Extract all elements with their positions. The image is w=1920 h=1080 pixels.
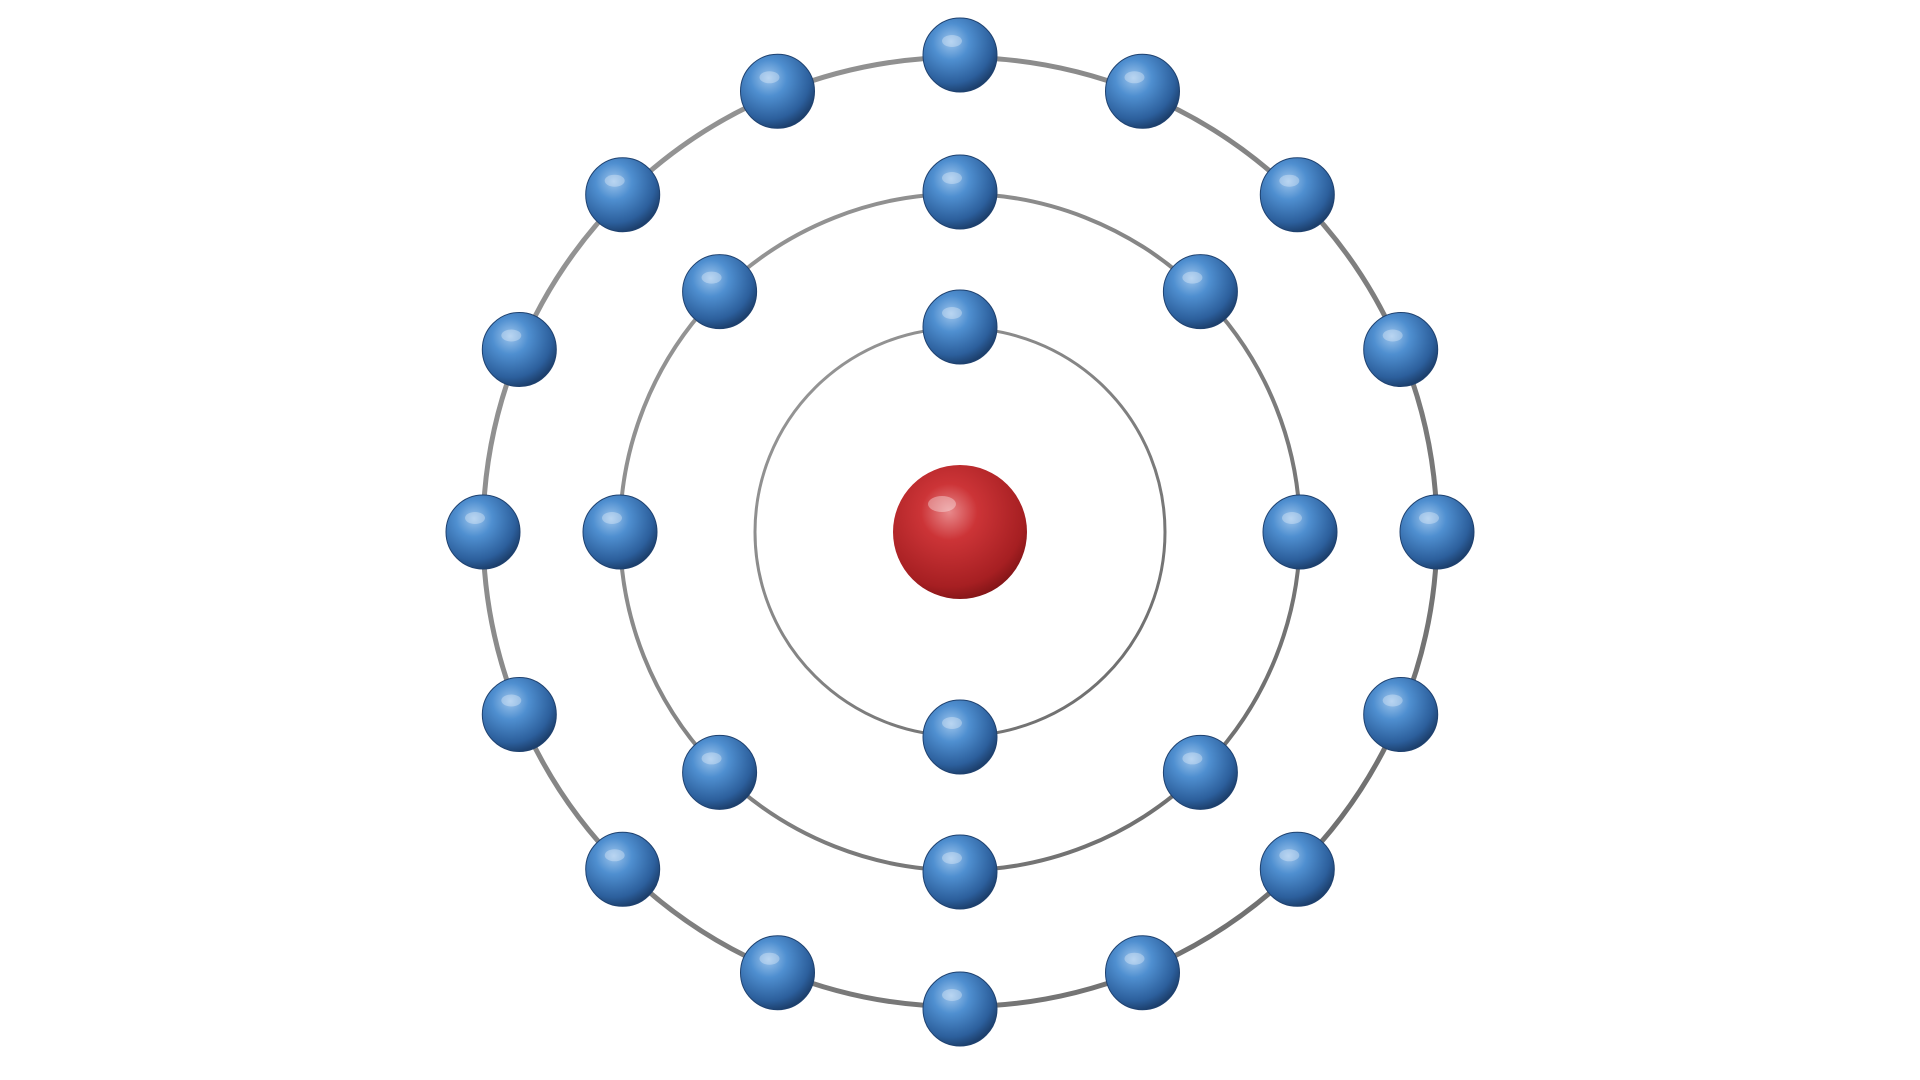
electron-highlight [1279,174,1300,187]
electron-highlight [1124,71,1145,84]
electron-highlight [465,512,485,524]
electron-shell-3-10 [740,935,815,1011]
electron-highlight [942,717,962,729]
electron-shell-2-1 [922,154,998,230]
electron-highlight [942,989,962,1001]
electron-shell-3-13 [445,494,521,570]
electron-shell-3-16 [740,53,815,129]
electron-shell-3-6 [1363,677,1439,752]
electron-highlight [602,512,622,524]
electron-highlight [759,952,780,965]
electron-shell-2-5 [922,834,998,910]
electron-highlight [1182,271,1203,284]
electron-highlight [1382,329,1403,342]
electron-shell-2-2 [1162,254,1238,330]
electron-highlight [701,271,722,284]
electron-highlight [1382,694,1403,707]
electron-shell-2-4 [1162,734,1238,810]
nucleus-highlight [928,496,956,512]
nucleus-group [893,465,1027,599]
electron-highlight [701,752,722,765]
electron-shell-3-14 [481,312,557,387]
electron-shell-3-1 [922,17,998,93]
electron-shell-3-4 [1363,312,1439,387]
electron-group [445,17,1475,1047]
electron-shell-3-11 [585,831,661,907]
electron-shell-3-2 [1105,53,1180,129]
electron-shell-3-12 [481,677,557,752]
electron-shell-1-2 [922,699,998,775]
electron-highlight [1279,849,1300,862]
electron-highlight [942,307,962,319]
electron-highlight [759,71,780,84]
electron-highlight [1124,952,1145,965]
electron-shell-2-3 [1262,494,1338,570]
electron-shell-3-7 [1259,831,1335,907]
electron-highlight [1419,512,1439,524]
electron-shell-3-8 [1105,935,1180,1011]
electron-shell-1-1 [922,289,998,365]
electron-highlight [501,694,522,707]
electron-highlight [604,849,625,862]
electron-highlight [942,172,962,184]
electron-shell-3-15 [585,157,661,233]
electron-highlight [1282,512,1302,524]
electron-shell-3-3 [1259,157,1335,233]
electron-shell-3-5 [1399,494,1475,570]
electron-shell-2-8 [682,254,758,330]
electron-highlight [942,35,962,47]
electron-shell-3-9 [922,971,998,1047]
electron-shell-2-6 [682,734,758,810]
electron-highlight [604,174,625,187]
electron-highlight [942,852,962,864]
electron-highlight [501,329,522,342]
nucleus [893,465,1027,599]
electron-shell-2-7 [582,494,658,570]
electron-highlight [1182,752,1203,765]
